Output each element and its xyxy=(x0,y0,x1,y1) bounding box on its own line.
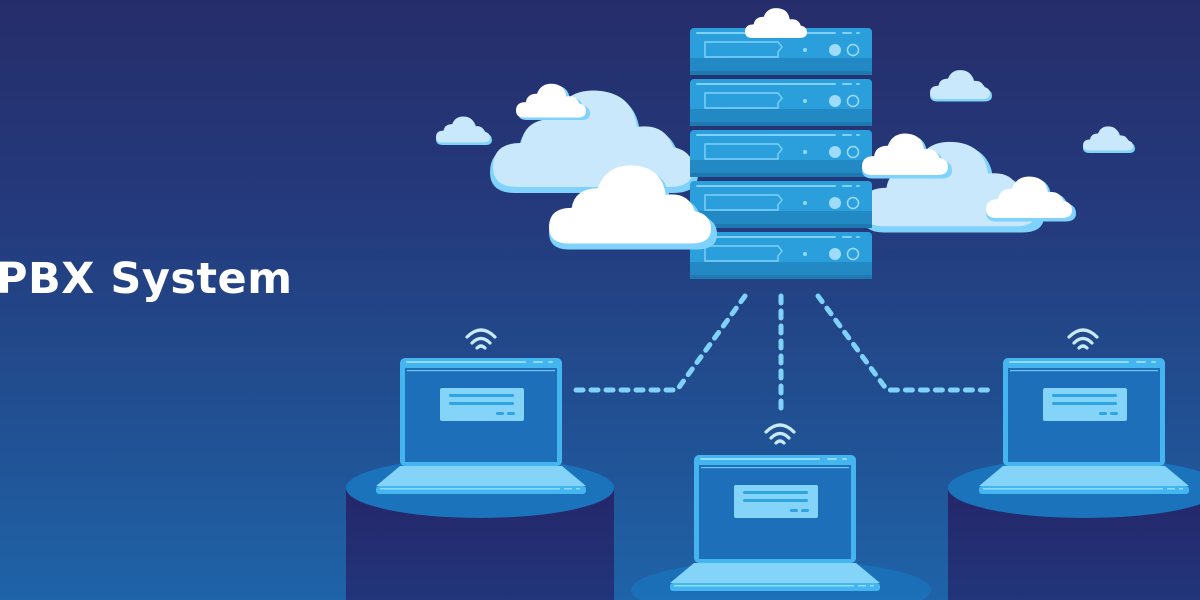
server-unit xyxy=(689,231,873,280)
client-center xyxy=(631,423,931,600)
connection-server-to-right xyxy=(815,293,993,393)
connection-server-to-left xyxy=(572,293,748,393)
server-rack xyxy=(689,27,873,280)
client-left xyxy=(346,328,614,600)
page-title: PBX System xyxy=(0,254,293,304)
server-unit xyxy=(689,180,873,229)
laptop-icon xyxy=(979,358,1189,494)
client-right xyxy=(948,328,1200,600)
cloud-white-right xyxy=(862,133,952,179)
cloud-top-server xyxy=(745,8,807,38)
cloud-small-left xyxy=(436,116,492,145)
server-unit xyxy=(689,78,873,127)
laptop-icon xyxy=(670,455,880,591)
cloud-small-right-upper xyxy=(930,70,992,102)
wifi-icon xyxy=(1067,328,1099,350)
wifi-icon xyxy=(764,423,796,445)
cloud-small-far-right xyxy=(1083,126,1135,153)
cloud-white-upper-left xyxy=(516,83,590,120)
wifi-icon xyxy=(465,328,497,350)
server-unit xyxy=(689,129,873,178)
laptop-icon xyxy=(376,358,586,494)
